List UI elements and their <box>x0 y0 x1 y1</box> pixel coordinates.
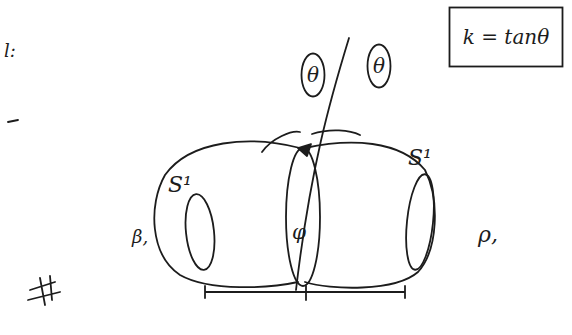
formula-box: k = tanθ <box>448 6 564 68</box>
node-text: θ <box>307 63 319 87</box>
angle-oval: θ <box>300 52 326 98</box>
parameter-label: β, <box>132 226 148 247</box>
angle-label: φ <box>292 220 306 244</box>
node-text: k = tanθ <box>463 25 549 49</box>
circle-label: S¹ <box>168 172 192 197</box>
circle-label: S¹ <box>408 145 432 170</box>
node-text: θ <box>373 54 385 78</box>
margin-mark: l: <box>4 40 16 61</box>
angle-oval: θ <box>366 43 392 89</box>
parameter-label: ρ, <box>478 222 498 247</box>
